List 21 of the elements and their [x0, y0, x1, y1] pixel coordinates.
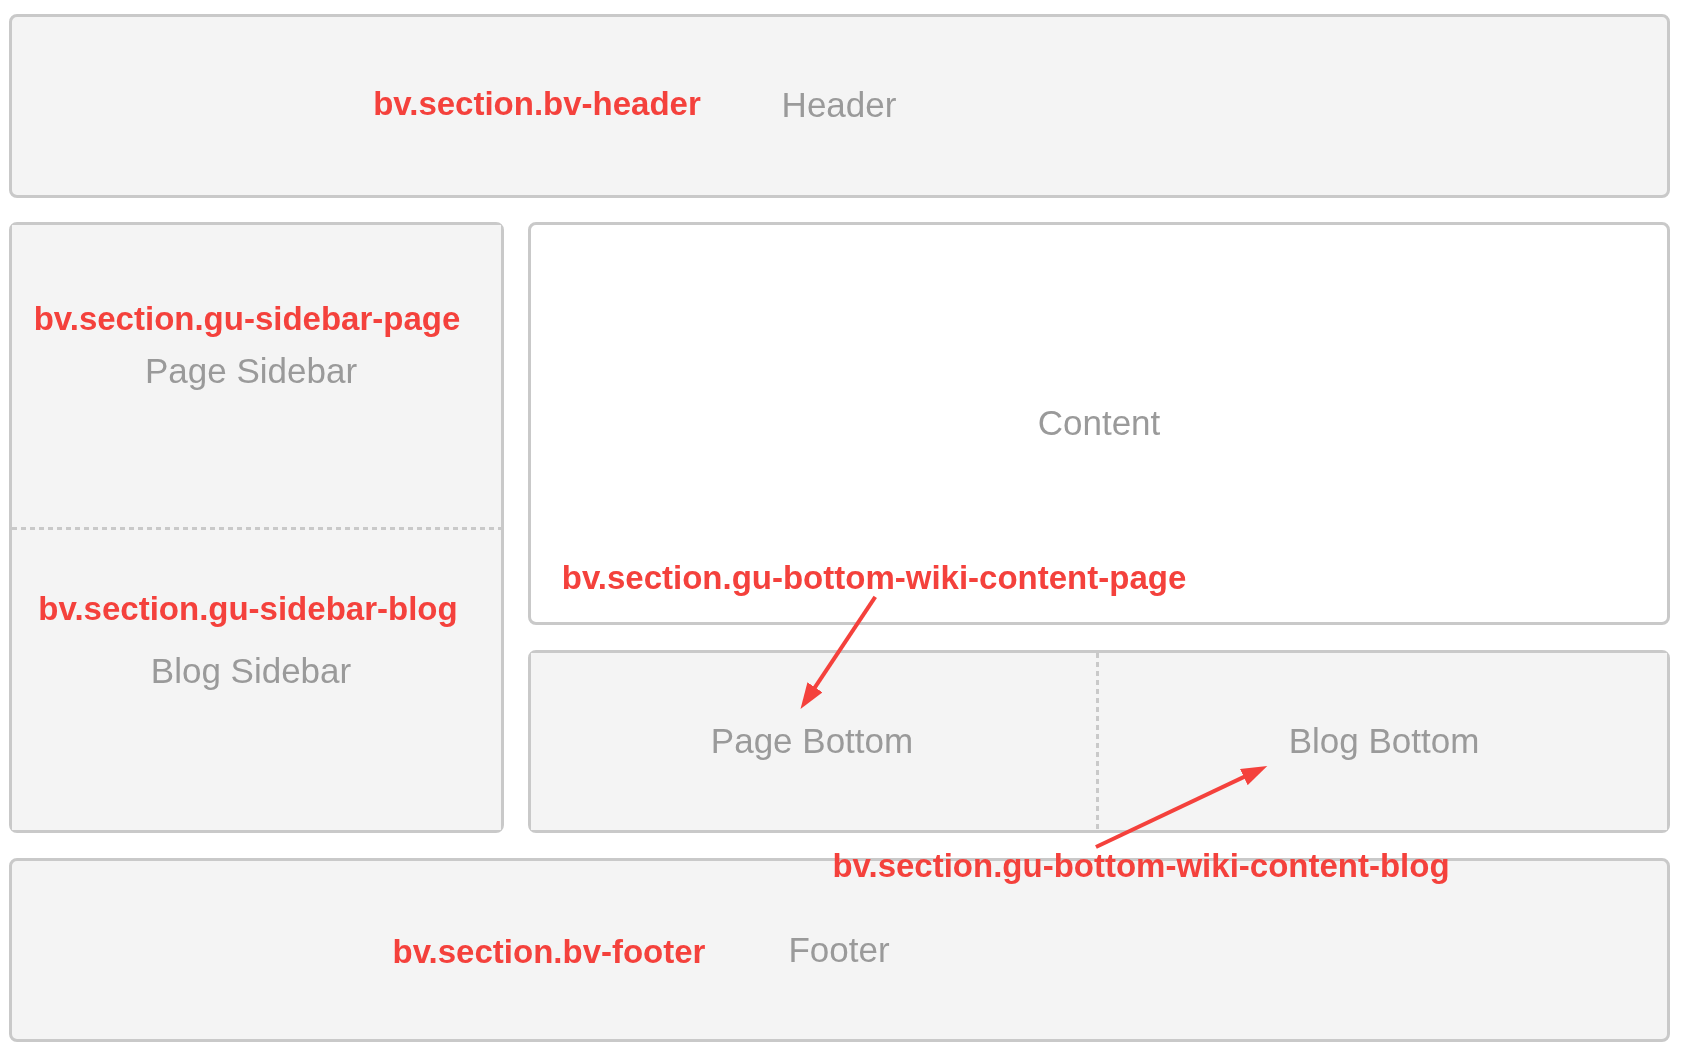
sidebar-panel — [9, 222, 504, 833]
content-panel — [528, 222, 1670, 625]
annotation-label: bv.section.gu-bottom-wiki-content-blog — [832, 847, 1450, 885]
region-label: Blog Bottom — [1288, 720, 1480, 762]
annotation-label: bv.section.gu-bottom-wiki-content-page — [561, 559, 1187, 597]
header-panel — [9, 14, 1670, 198]
bottom-panel — [528, 650, 1670, 833]
region-label: Footer — [788, 929, 890, 971]
bottom-section — [1096, 653, 1667, 830]
region-label: Page Sidebar — [144, 350, 358, 392]
section-id-label: bv.section.gu-sidebar-blog — [38, 590, 458, 628]
section-id-label: bv.section.bv-header — [373, 85, 701, 123]
region-label: Page Bottom — [710, 720, 914, 762]
annotation-arrow — [1095, 765, 1268, 849]
annotation-arrow — [800, 595, 877, 709]
sidebar-section — [12, 527, 501, 830]
section-id-label: bv.section.gu-sidebar-page — [33, 300, 461, 338]
region-label: Header — [781, 84, 897, 126]
region-label: Blog Sidebar — [150, 650, 352, 692]
section-id-label: bv.section.bv-footer — [392, 933, 706, 971]
region-label: Content — [1037, 402, 1161, 444]
